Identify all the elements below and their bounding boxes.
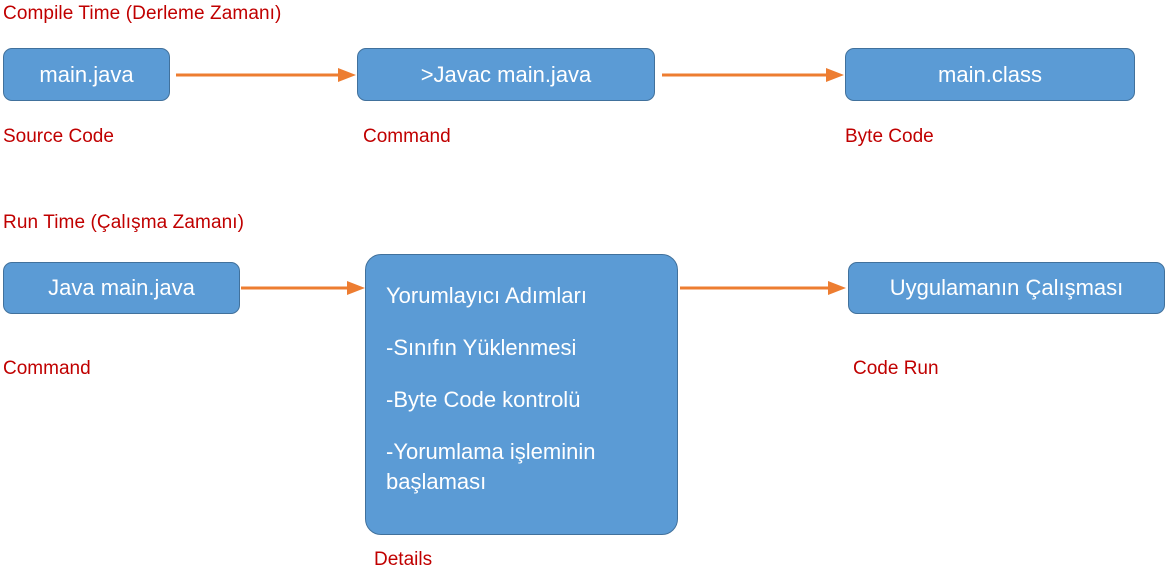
compile-time-heading: Compile Time (Derleme Zamanı) xyxy=(3,3,282,24)
node-javac-command-label: >Javac main.java xyxy=(420,61,592,87)
caption-byte-code: Byte Code xyxy=(845,126,934,147)
arrow-command-to-bytecode xyxy=(662,67,844,83)
caption-code-run: Code Run xyxy=(853,358,939,379)
arrow-interpreter-to-run xyxy=(680,280,846,296)
node-main-java[interactable]: main.java xyxy=(3,48,170,101)
caption-source-code: Source Code xyxy=(3,126,114,147)
node-main-class-label: main.class xyxy=(938,61,1042,87)
interpreter-step-title: Yorumlayıcı Adımları xyxy=(386,283,587,308)
node-application-run[interactable]: Uygulamanın Çalışması xyxy=(848,262,1165,314)
arrow-source-to-command xyxy=(176,67,356,83)
node-java-main-java-label: Java main.java xyxy=(48,275,195,300)
node-javac-command[interactable]: >Javac main.java xyxy=(357,48,655,101)
caption-command-run: Command xyxy=(3,358,91,379)
node-java-main-java[interactable]: Java main.java xyxy=(3,262,240,314)
interpreter-step-bytecode-check: -Byte Code kontrolü xyxy=(386,387,581,412)
node-application-run-label: Uygulamanın Çalışması xyxy=(889,275,1124,300)
interpreter-step-class-loading: -Sınıfın Yüklenmesi xyxy=(386,335,577,360)
node-main-class[interactable]: main.class xyxy=(845,48,1135,101)
caption-command-compile: Command xyxy=(363,126,451,147)
run-time-heading: Run Time (Çalışma Zamanı) xyxy=(3,212,245,233)
caption-details: Details xyxy=(374,549,433,570)
node-interpreter-steps[interactable]: Yorumlayıcı Adımları -Sınıfın Yüklenmesi… xyxy=(365,254,678,535)
interpreter-step-interpretation-start: -Yorumlama işleminin başlaması xyxy=(386,439,596,494)
arrow-command-to-interpreter xyxy=(241,280,365,296)
node-main-java-label: main.java xyxy=(39,61,134,87)
